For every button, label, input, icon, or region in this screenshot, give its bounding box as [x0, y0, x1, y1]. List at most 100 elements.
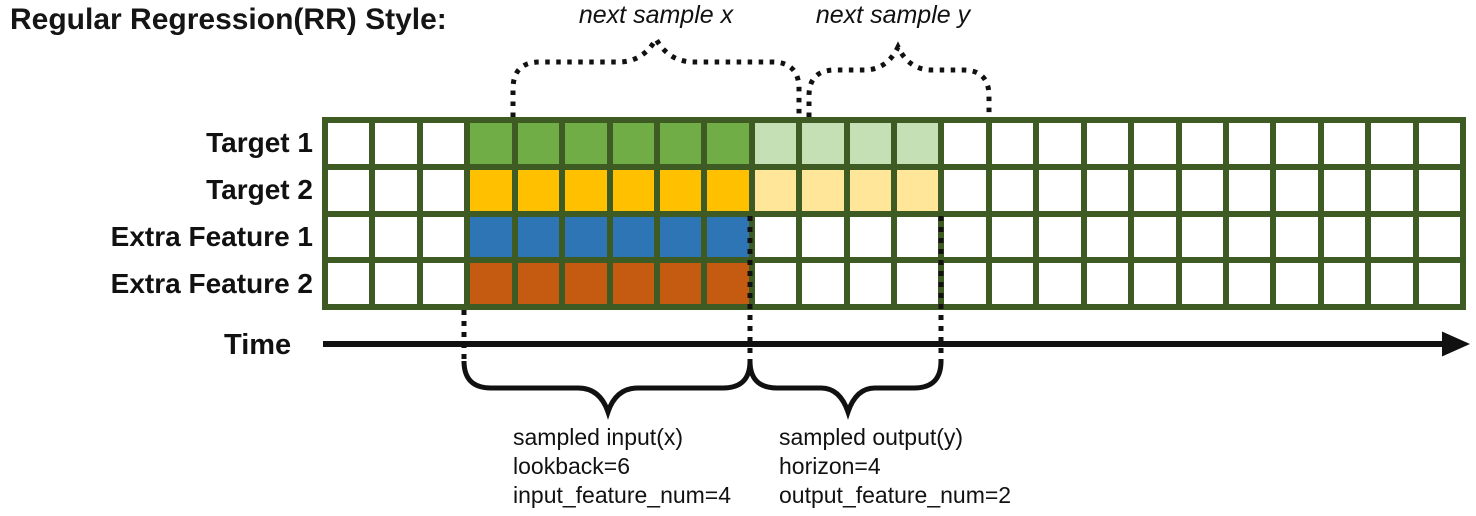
row-label-extra-feature-2: Extra Feature 2 — [110, 268, 313, 299]
time-axis-arrowhead — [1442, 331, 1470, 357]
grid-cell — [754, 123, 797, 164]
grid-cell — [470, 263, 512, 304]
grid-cell — [1039, 216, 1081, 258]
grid-cell — [1228, 263, 1271, 304]
row-label-extra-feature-1: Extra Feature 1 — [110, 221, 313, 252]
horizon-value: horizon=4 — [779, 453, 881, 479]
grid-cell — [1086, 216, 1129, 258]
grid-cell — [1276, 216, 1318, 258]
grid-cell — [1134, 216, 1176, 258]
lookback-value: lookback=6 — [513, 453, 630, 479]
grid-cell — [659, 169, 702, 211]
sampled-output-title: sampled output(y) — [779, 424, 964, 450]
grid-cell — [754, 263, 797, 304]
grid-cell — [659, 123, 702, 164]
grid-cell — [565, 123, 607, 164]
time-series-grid — [322, 117, 1466, 310]
grid-cell — [517, 216, 560, 258]
grid-cell — [517, 263, 560, 304]
grid-cell — [1371, 263, 1413, 304]
next-sample-x-label: next sample x — [578, 1, 734, 29]
row-label-target-2: Target 2 — [206, 174, 313, 205]
grid-cell — [849, 263, 891, 304]
grid-cell — [1276, 263, 1318, 304]
grid-cell — [422, 263, 465, 304]
next-sample-x-brace — [510, 33, 802, 117]
grid-cell — [1181, 263, 1223, 304]
grid-cell — [1323, 169, 1366, 211]
grid-cell — [991, 123, 1034, 164]
grid-cell — [897, 123, 939, 164]
grid-cell — [1418, 169, 1460, 211]
grid-cell — [1086, 263, 1129, 304]
grid-cell — [1418, 216, 1460, 258]
grid-cell — [1086, 169, 1129, 211]
grid-cell — [375, 216, 417, 258]
next-sample-y-brace — [806, 41, 992, 117]
grid-cell — [1134, 123, 1176, 164]
grid-cell — [517, 123, 560, 164]
grid-cell — [1371, 216, 1413, 258]
grid-cell — [1276, 123, 1318, 164]
row-label-target-1: Target 1 — [206, 127, 313, 158]
grid-cell — [470, 123, 512, 164]
grid-cell — [802, 169, 844, 211]
grid-cell — [1039, 263, 1081, 304]
grid-cell — [375, 123, 417, 164]
grid-cell — [328, 169, 370, 211]
grid-cell — [612, 123, 654, 164]
grid-cell — [1181, 123, 1223, 164]
grid-cell — [707, 263, 749, 304]
grid-cell — [328, 263, 370, 304]
sampled-output-note: sampled output(y) horizon=4 output_featu… — [779, 423, 1011, 510]
sampled-input-title: sampled input(x) — [513, 424, 684, 450]
output-feature-num-value: output_feature_num=2 — [779, 482, 1012, 508]
grid-cell — [802, 123, 844, 164]
grid-cell — [1039, 123, 1081, 164]
grid-cell — [849, 123, 891, 164]
grid-cell — [754, 216, 797, 258]
grid-cell — [422, 169, 465, 211]
grid-cell — [612, 169, 654, 211]
grid-cell — [897, 263, 939, 304]
grid-cell — [517, 169, 560, 211]
grid-cell — [1418, 123, 1460, 164]
next-sample-y-label: next sample y — [815, 1, 971, 29]
grid-cell — [375, 169, 417, 211]
sampled-input-brace — [461, 360, 753, 420]
grid-cell — [1371, 169, 1413, 211]
grid-cell — [1134, 263, 1176, 304]
grid-cell — [328, 216, 370, 258]
grid-cell — [1323, 216, 1366, 258]
grid-cell — [1323, 123, 1366, 164]
grid-cell — [1181, 169, 1223, 211]
grid-cell — [659, 263, 702, 304]
grid-cell — [1371, 123, 1413, 164]
grid-cell — [944, 169, 986, 211]
grid-cell — [1134, 169, 1176, 211]
grid-cell — [565, 216, 607, 258]
grid-cell — [375, 263, 417, 304]
grid-cell — [707, 216, 749, 258]
grid-cell — [612, 216, 654, 258]
grid-cell — [1418, 263, 1460, 304]
grid-cell — [991, 169, 1034, 211]
grid-cell — [944, 216, 986, 258]
input-feature-num-value: input_feature_num=4 — [513, 482, 732, 508]
grid-cell — [1276, 169, 1318, 211]
grid-cell — [1323, 263, 1366, 304]
grid-cell — [944, 263, 986, 304]
grid-cell — [659, 216, 702, 258]
sampled-input-note: sampled input(x) lookback=6 input_featur… — [513, 423, 731, 510]
grid-cell — [849, 216, 891, 258]
grid-cell — [1228, 216, 1271, 258]
grid-cell — [422, 216, 465, 258]
grid-cell — [612, 263, 654, 304]
diagram-title: Regular Regression(RR) Style: — [10, 3, 447, 36]
grid-cell — [707, 123, 749, 164]
grid-cell — [470, 216, 512, 258]
grid-cell — [565, 263, 607, 304]
grid-cell — [1181, 216, 1223, 258]
sampled-output-brace — [747, 360, 944, 420]
